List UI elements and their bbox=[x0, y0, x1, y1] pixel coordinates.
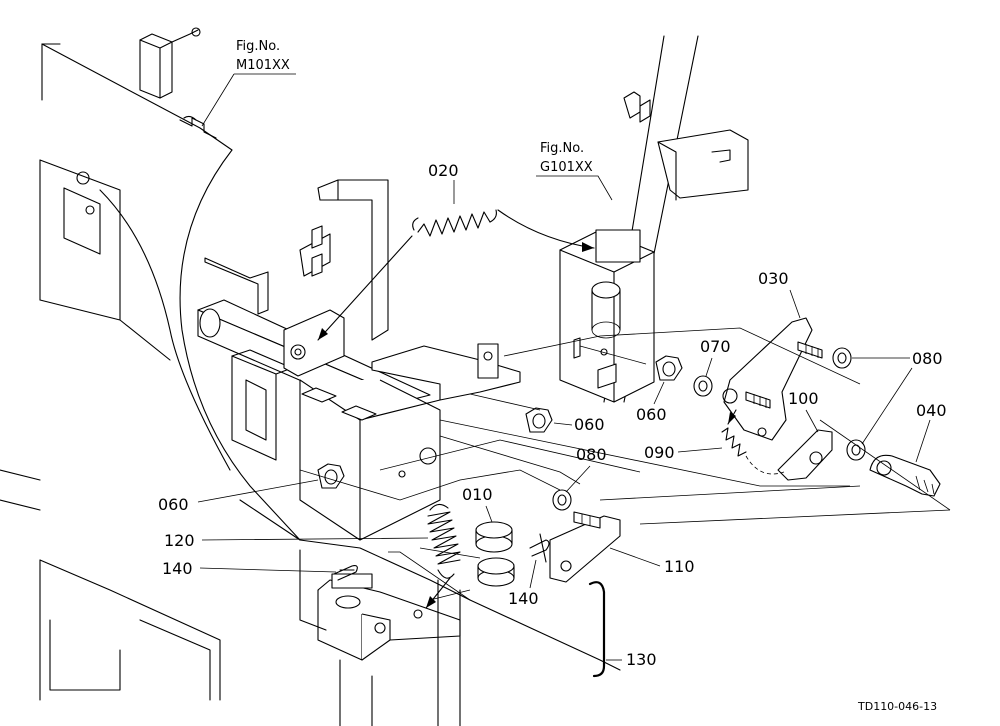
part-label-110: 110 bbox=[664, 557, 695, 576]
part-label-090: 090 bbox=[644, 443, 675, 462]
cap-010 bbox=[475, 521, 515, 587]
spring-020 bbox=[412, 209, 497, 237]
part-label-120: 120 bbox=[164, 531, 195, 550]
alignment-lines bbox=[299, 327, 951, 601]
fig-ref-m101xx: Fig.No. M101XX bbox=[201, 39, 296, 127]
fig-ref-m101xx-line1: Fig.No. bbox=[236, 39, 280, 54]
rod-130 bbox=[588, 581, 606, 678]
part-label-080-bottom: 080 bbox=[576, 445, 607, 464]
frame-outline bbox=[0, 27, 301, 701]
spring-090 bbox=[721, 409, 785, 475]
spring-020-arrows bbox=[317, 209, 595, 341]
fig-ref-g101xx-line1: Fig.No. bbox=[540, 141, 584, 156]
drawing-code: TD110-046-13 bbox=[857, 700, 937, 713]
part-label-060-center: 060 bbox=[574, 415, 605, 434]
part-label-040: 040 bbox=[916, 401, 947, 420]
steering-column bbox=[559, 35, 749, 403]
plate-100 bbox=[777, 429, 833, 481]
spring-120 bbox=[425, 503, 461, 609]
part-label-130: 130 bbox=[626, 650, 657, 669]
fig-ref-g101xx: Fig.No. G101XX bbox=[536, 141, 613, 201]
main-shaft-housing bbox=[197, 179, 621, 726]
bracket-110 bbox=[549, 511, 621, 583]
part-label-100: 100 bbox=[788, 389, 819, 408]
part-label-060-left: 060 bbox=[158, 495, 189, 514]
clip-140 bbox=[333, 533, 550, 581]
part-label-080-top: 080 bbox=[912, 349, 943, 368]
cam-040 bbox=[869, 454, 941, 497]
part-label-140-left: 140 bbox=[162, 559, 193, 578]
part-label-020: 020 bbox=[428, 161, 459, 180]
fig-ref-g101xx-line2: G101XX bbox=[540, 160, 593, 175]
callouts: 020 030 040 070 080 080 060 060 060 090 … bbox=[158, 161, 947, 669]
part-label-060-right: 060 bbox=[636, 405, 667, 424]
part-label-070: 070 bbox=[700, 337, 731, 356]
part-label-140-right: 140 bbox=[508, 589, 539, 608]
part-label-010: 010 bbox=[462, 485, 493, 504]
fig-ref-m101xx-line2: M101XX bbox=[236, 58, 290, 73]
part-label-030: 030 bbox=[758, 269, 789, 288]
arm-030 bbox=[722, 317, 823, 441]
